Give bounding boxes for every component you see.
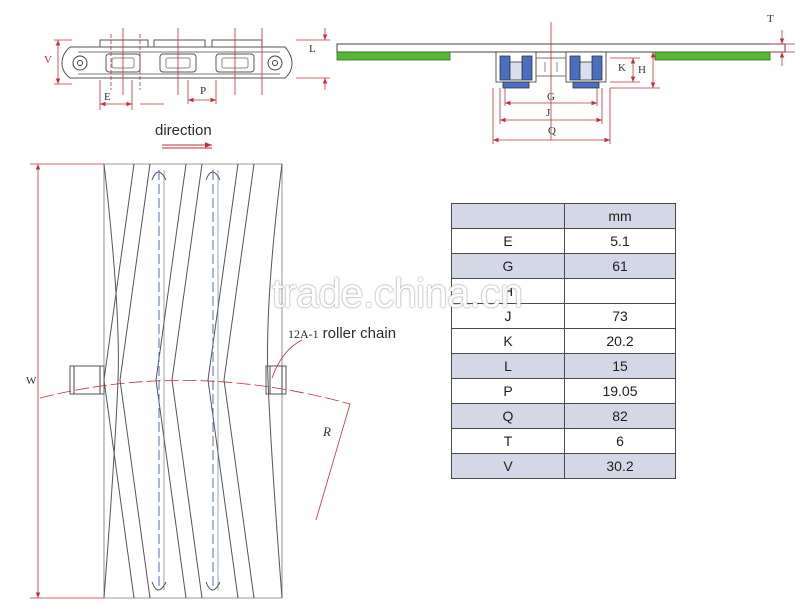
- row-value: 20.2: [564, 328, 676, 354]
- row-key: L: [451, 353, 565, 379]
- chain-side-view: [61, 39, 293, 79]
- row-key: K: [451, 328, 565, 354]
- row-key: P: [451, 378, 565, 404]
- row-value: 82: [564, 403, 676, 429]
- chain-side-dimensions: [54, 28, 330, 110]
- bearing-block-right: [565, 51, 607, 89]
- dim-label-p: P: [200, 85, 207, 97]
- dim-label-r: R: [323, 424, 331, 439]
- table-header-row: mm: [451, 203, 676, 229]
- dim-label-g: G: [547, 91, 555, 103]
- dim-label-k: K: [618, 62, 626, 74]
- green-wear-strip-left: [336, 51, 451, 61]
- row-value: 30.2: [564, 453, 676, 479]
- header-unit-cell: mm: [564, 203, 676, 229]
- row-key: G: [451, 253, 565, 279]
- dim-label-q: Q: [548, 125, 556, 137]
- chain-link-right: [265, 365, 287, 395]
- chain-top-view: [69, 163, 287, 599]
- dim-label-j: J: [546, 107, 551, 119]
- green-wear-strip-right: [654, 51, 771, 61]
- row-key: E: [451, 228, 565, 254]
- row-value: 15: [564, 353, 676, 379]
- chain-pin: [267, 55, 283, 71]
- bearing-block-left: [495, 51, 537, 89]
- cross-section-dimensions: [492, 22, 795, 144]
- chain-code: 12A-1: [288, 327, 319, 341]
- dim-label-l: L: [309, 43, 316, 55]
- cross-section-view: [336, 43, 786, 89]
- row-value: 5.1: [564, 228, 676, 254]
- row-value: 61: [564, 253, 676, 279]
- dim-label-h: H: [638, 64, 646, 76]
- chain-text: roller chain: [322, 325, 397, 342]
- row-key: J: [451, 303, 565, 329]
- row-key: H: [451, 278, 565, 304]
- row-value: 19.05: [564, 378, 676, 404]
- header-key-cell: [451, 203, 565, 229]
- watermark: trade.china.cn: [272, 270, 523, 316]
- dim-label-e: E: [104, 91, 111, 103]
- row-key: Q: [451, 403, 565, 429]
- chain-link-left: [69, 365, 105, 395]
- row-key: V: [451, 453, 565, 479]
- table-row: H: [451, 278, 676, 304]
- dim-label-t: T: [767, 13, 774, 25]
- row-value: 6: [564, 428, 676, 454]
- top-view-dimensions: [30, 163, 351, 599]
- direction-label: direction: [155, 122, 212, 139]
- row-value: 73: [564, 303, 676, 329]
- direction-arrow: [162, 142, 212, 149]
- chain-pin: [72, 55, 88, 71]
- row-value: [564, 278, 676, 304]
- row-key: T: [451, 428, 565, 454]
- dim-label-w: W: [26, 375, 37, 387]
- dim-label-v: V: [44, 54, 52, 66]
